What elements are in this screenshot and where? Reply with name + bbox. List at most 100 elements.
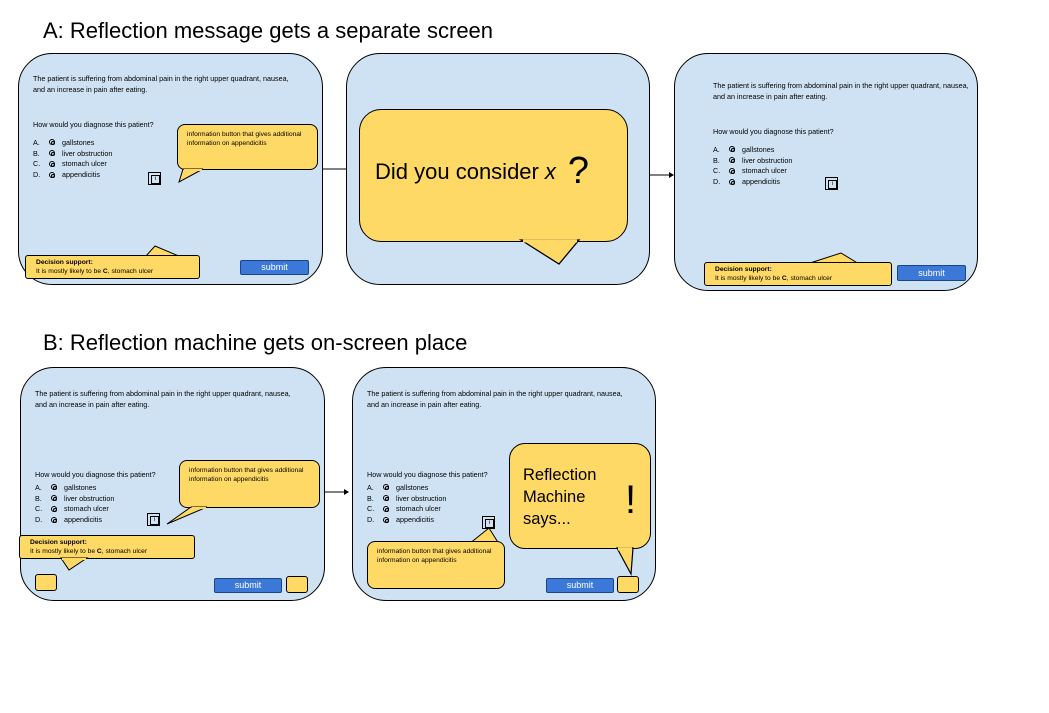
option-d[interactable]: D.appendicitis	[367, 514, 446, 525]
decision-support-box: Decision support: It is mostly likely to…	[19, 535, 195, 559]
option-label: gallstones	[396, 482, 429, 492]
info-tooltip: information button that gives additional…	[179, 460, 320, 508]
reflection-bubble-tail	[615, 547, 634, 577]
info-button[interactable]: i	[147, 513, 160, 526]
screen-b2: The patient is suffering from abdominal …	[352, 367, 656, 601]
option-c[interactable]: C. stomach ulcer	[33, 159, 112, 170]
option-label: liver obstruction	[64, 493, 115, 503]
question-text: How would you diagnose this patient?	[713, 127, 834, 136]
radio-icon[interactable]	[49, 139, 55, 146]
answer-options: A. gallstones B.liver obstruction C.stoma…	[367, 482, 446, 525]
reflection-message-text: Did you consider x?	[375, 150, 590, 192]
radio-icon[interactable]	[51, 516, 57, 523]
radio-icon[interactable]	[383, 505, 389, 512]
decision-support-text: It is mostly likely to be C, stomach ulc…	[30, 548, 148, 555]
submit-button[interactable]: submit	[240, 260, 309, 275]
option-label: appendicitis	[396, 515, 434, 525]
reflection-bubble-tail	[518, 239, 581, 265]
option-letter: C.	[33, 159, 41, 169]
submit-button[interactable]: submit	[546, 578, 614, 593]
radio-icon[interactable]	[729, 157, 735, 164]
option-label: liver obstruction	[396, 493, 447, 503]
radio-icon[interactable]	[729, 146, 735, 153]
radio-icon[interactable]	[729, 178, 735, 185]
reflection-slot[interactable]	[617, 576, 639, 593]
option-letter: B.	[713, 155, 720, 165]
radio-icon[interactable]	[383, 484, 389, 491]
option-letter: A.	[367, 482, 374, 492]
option-letter: A.	[713, 144, 720, 154]
option-letter: B.	[33, 148, 40, 158]
scenario-text: The patient is suffering from abdominal …	[35, 389, 291, 409]
option-c[interactable]: C.stomach ulcer	[367, 504, 446, 515]
option-a[interactable]: A.gallstones	[713, 144, 792, 155]
reflection-slot[interactable]	[286, 576, 308, 593]
decision-support-title: Decision support:	[36, 259, 93, 266]
option-a[interactable]: A. gallstones	[33, 137, 112, 148]
decision-support-tail	[60, 557, 89, 571]
option-letter: D.	[35, 515, 43, 525]
option-letter: A.	[35, 482, 42, 492]
option-b[interactable]: B.liver obstruction	[367, 493, 446, 504]
option-b[interactable]: B. liver obstruction	[35, 493, 114, 504]
option-d[interactable]: D. appendicitis	[35, 514, 114, 525]
flow-arrow	[650, 172, 674, 178]
radio-icon[interactable]	[49, 150, 55, 157]
option-label: liver obstruction	[742, 155, 793, 165]
screen-b1: The patient is suffering from abdominal …	[19, 367, 325, 601]
option-letter: C.	[35, 504, 43, 514]
info-tooltip-tail	[178, 168, 204, 184]
reflection-slot[interactable]	[35, 574, 57, 591]
option-label: liver obstruction	[62, 148, 113, 158]
info-tooltip: information button that gives additional…	[367, 541, 505, 589]
reflection-machine-text: Reflection Machine says...	[523, 466, 597, 528]
info-button[interactable]: i	[148, 172, 161, 185]
info-icon: i	[150, 516, 159, 525]
option-d[interactable]: D.appendicitis	[33, 169, 112, 180]
reflection-machine-mark: !	[625, 478, 637, 522]
option-c[interactable]: C. stomach ulcer	[713, 166, 792, 177]
option-a[interactable]: A. gallstones	[367, 482, 446, 493]
radio-icon[interactable]	[729, 167, 735, 174]
option-d[interactable]: D. appendicitis	[713, 176, 792, 187]
radio-icon[interactable]	[51, 484, 57, 491]
radio-icon[interactable]	[383, 516, 389, 523]
option-label: stomach ulcer	[62, 159, 107, 169]
radio-icon[interactable]	[383, 495, 389, 502]
screen-a3: The patient is suffering from abdominal …	[674, 53, 978, 291]
radio-icon[interactable]	[49, 160, 55, 167]
reflection-machine-bubble: Reflection Machine says... !	[509, 443, 651, 549]
decision-support-title: Decision support:	[30, 539, 87, 546]
option-label: appendicitis	[742, 177, 780, 187]
radio-icon[interactable]	[51, 505, 57, 512]
info-tooltip: information button that gives additional…	[177, 124, 318, 170]
option-label: stomach ulcer	[742, 166, 787, 176]
info-icon: i	[485, 519, 494, 528]
option-b[interactable]: B. liver obstruction	[713, 155, 792, 166]
option-a[interactable]: A.gallstones	[35, 482, 114, 493]
section-a-title: A: Reflection message gets a separate sc…	[43, 18, 494, 43]
screen-a1: The patient is suffering from abdominal …	[18, 53, 323, 285]
option-label: appendicitis	[64, 515, 102, 525]
answer-options: A. gallstones B. liver obstruction C. stoma…	[33, 137, 112, 180]
option-label: appendicitis	[62, 170, 100, 180]
decision-support-text: It is mostly likely to be C, stomach ulc…	[36, 268, 154, 275]
submit-button[interactable]: submit	[897, 265, 966, 281]
radio-icon[interactable]	[51, 495, 57, 502]
option-label: gallstones	[62, 137, 95, 147]
submit-button[interactable]: submit	[214, 578, 282, 593]
radio-icon[interactable]	[49, 171, 55, 178]
option-letter: C.	[713, 166, 721, 176]
option-c[interactable]: C.stomach ulcer	[35, 504, 114, 515]
scenario-text: The patient is suffering from abdominal …	[713, 81, 969, 101]
info-tooltip-tail	[166, 506, 208, 525]
option-b[interactable]: B. liver obstruction	[33, 148, 112, 159]
info-button[interactable]: i	[825, 177, 838, 190]
scenario-text: The patient is suffering from abdominal …	[367, 389, 623, 409]
option-letter: D.	[713, 177, 721, 187]
flow-arrow	[325, 489, 349, 495]
question-text: How would you diagnose this patient?	[33, 120, 154, 129]
decision-support-box: Decision support: It is mostly likely to…	[25, 255, 200, 279]
option-letter: B.	[35, 493, 42, 503]
option-letter: A.	[33, 137, 40, 147]
